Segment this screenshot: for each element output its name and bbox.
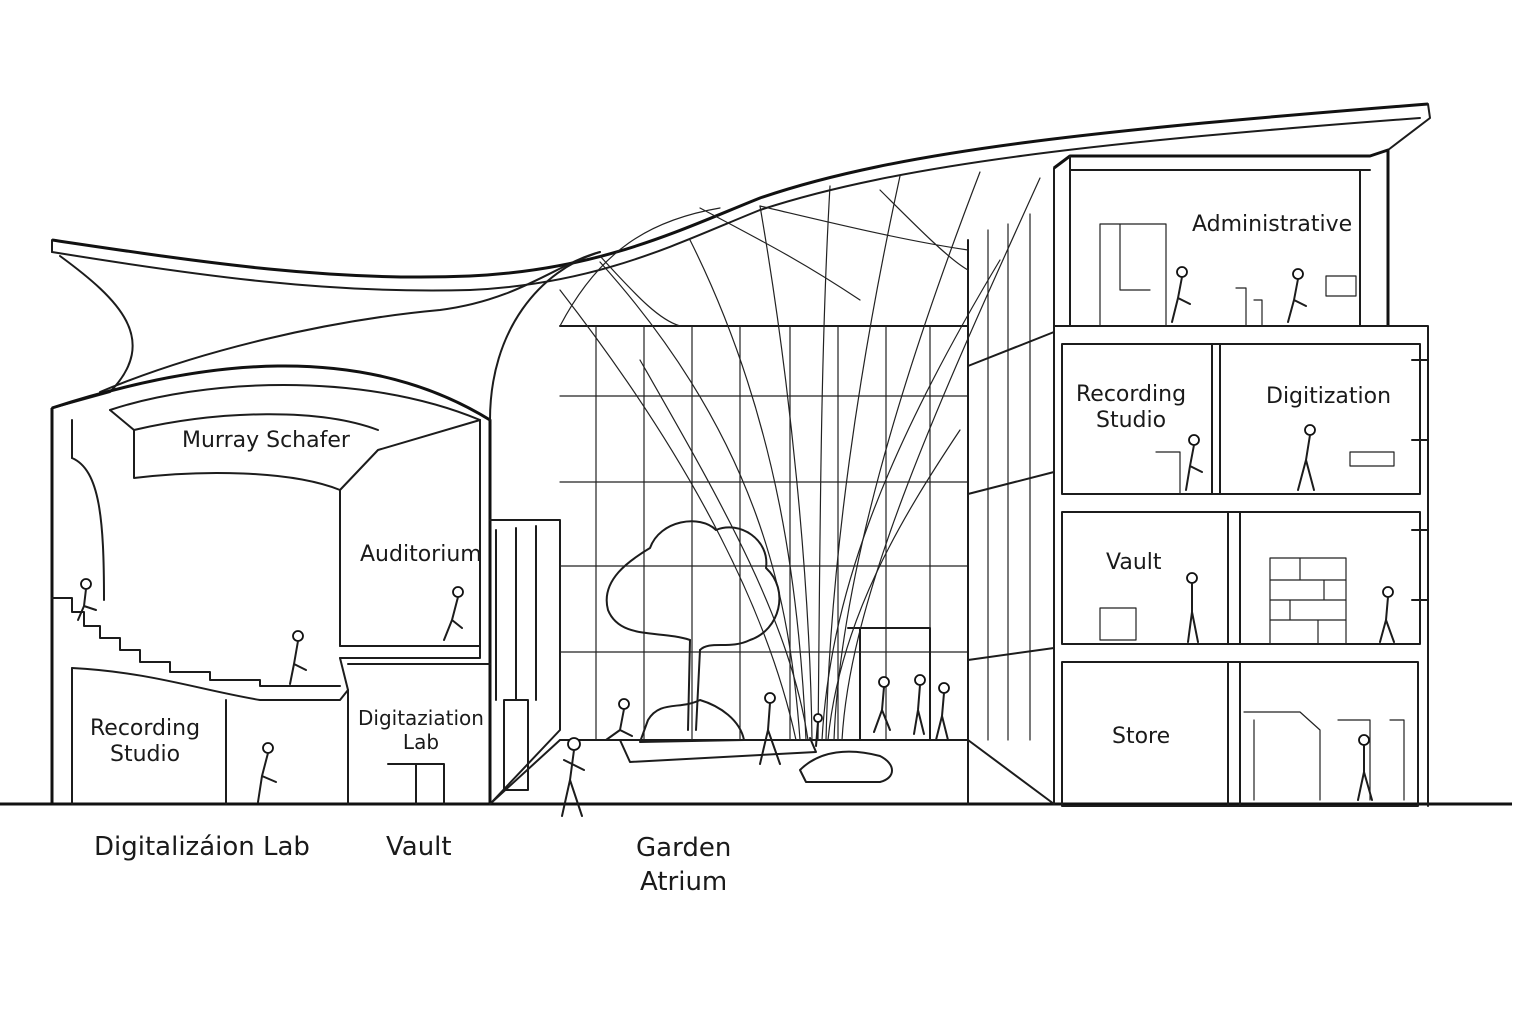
ground-label-vault: Vault [386,832,452,862]
room-label-administrative: Administrative [1192,212,1353,237]
person [1186,572,1199,643]
room-label-recording-studio-right: Recording Studio [1076,382,1187,434]
ground-label-digitalization-lab: Digitalizáion Lab [94,832,310,862]
person [257,742,277,803]
room-label-murray-schafer: Murray Schafer [182,428,350,453]
ground-label-garden-atrium: Garden Atrium [636,833,732,897]
person [1357,734,1373,801]
roof-canopy [51,102,1431,409]
room-label-store: Store [1112,724,1171,749]
person [1171,266,1191,323]
person [561,737,585,817]
person [935,682,950,741]
room-label-digitization: Digitization [1266,384,1392,409]
garden-planter [605,520,893,783]
person [1297,424,1316,491]
person [289,630,307,685]
room-label-digitization-lab: Digitaziation Lab [358,706,484,754]
person [873,676,891,733]
person [813,713,823,747]
person [443,586,464,641]
auditorium-block [50,364,492,805]
room-label-recording-studio-left: Recording Studio [90,716,201,768]
person [1287,268,1307,323]
person [759,692,781,765]
person [1379,586,1395,643]
people [77,266,1395,817]
person [1185,434,1203,491]
person [77,578,97,621]
person [913,674,926,735]
office-block [1053,148,1429,807]
atrium-structure [489,167,1055,805]
room-label-auditorium: Auditorium [360,542,482,567]
room-label-vault: Vault [1106,550,1162,575]
tree-column [559,171,1041,741]
person [605,698,633,741]
